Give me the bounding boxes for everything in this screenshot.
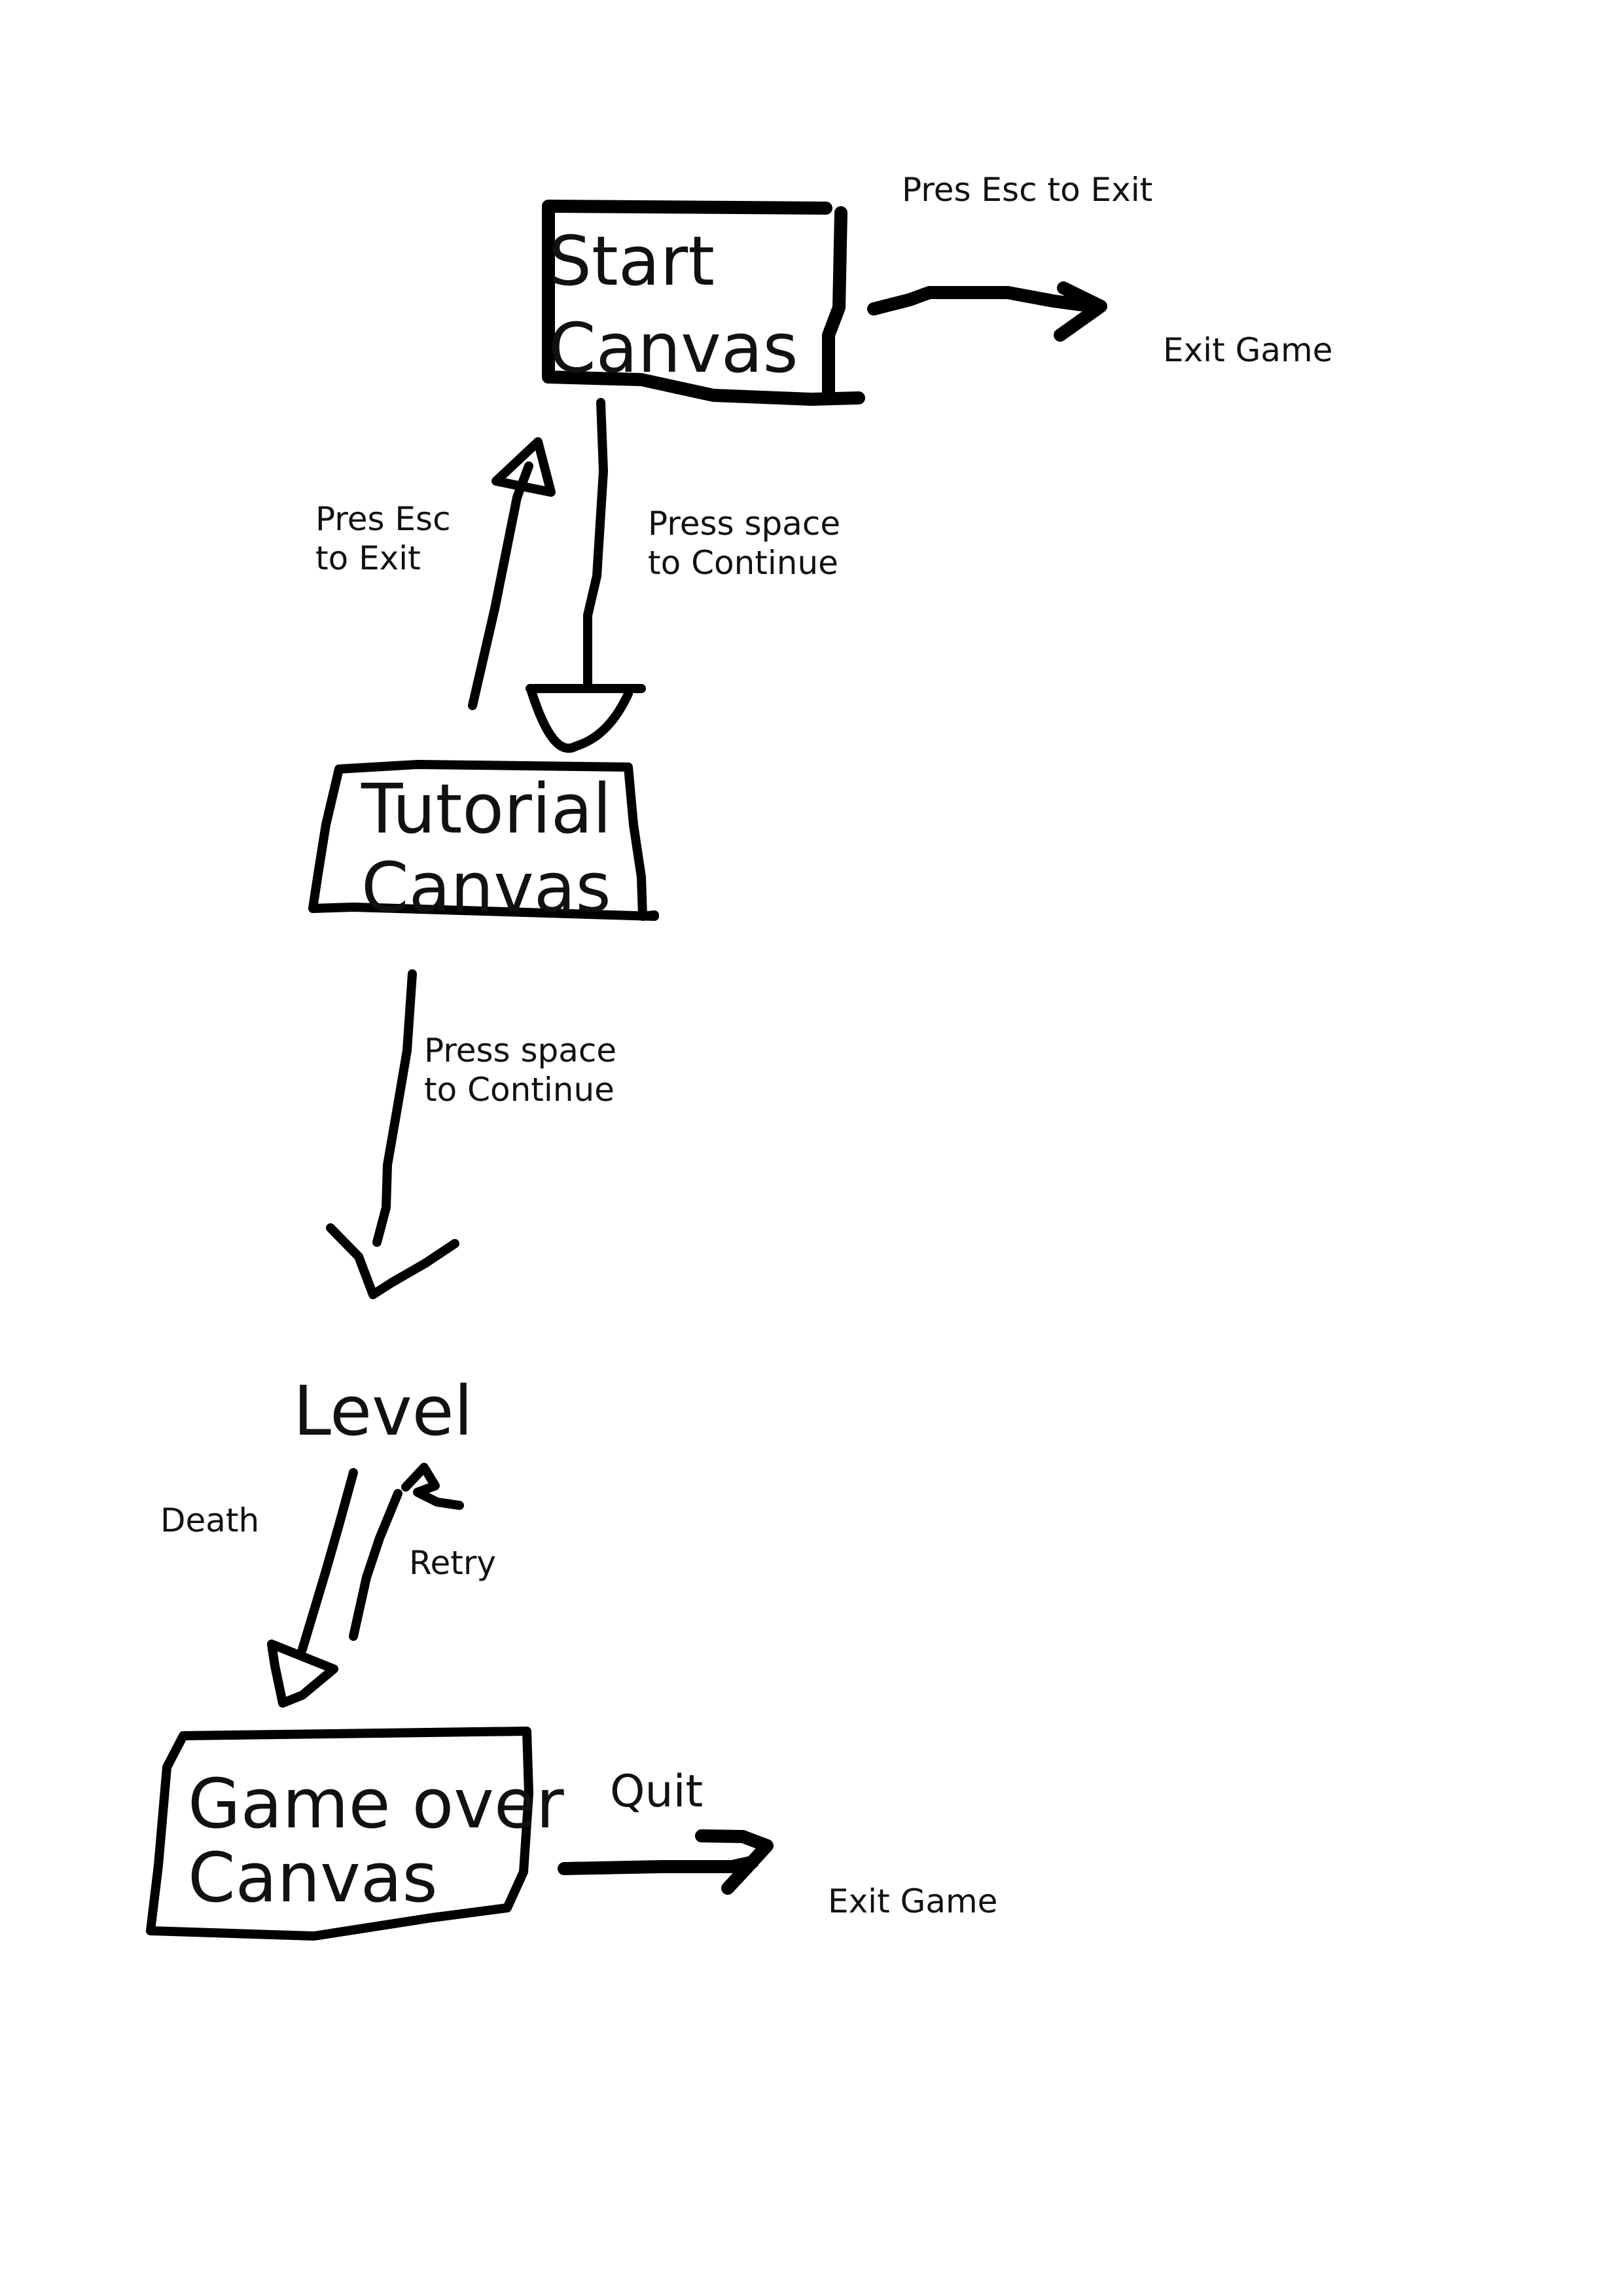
edge-label-press-space-2-line2: to Continue	[424, 1071, 615, 1109]
edge-tutorial-to-level: Press space to Continue	[326, 969, 616, 1299]
edge-label-press-space-2-line1: Press space	[424, 1031, 616, 1069]
exit-game-label-bottom: Exit Game	[828, 1882, 997, 1920]
edge-label-death: Death	[160, 1501, 259, 1539]
edge-label-pres-esc-line1: Pres Esc	[315, 500, 451, 538]
arrow-level-to-gameover	[267, 1468, 358, 1708]
node-start-canvas: Start Canvas	[542, 200, 865, 406]
gameover-canvas-label-line2: Canvas	[188, 1838, 438, 1918]
edge-label-quit: Quit	[610, 1766, 703, 1818]
start-canvas-box	[542, 200, 865, 406]
tutorial-canvas-label-line1: Tutorial	[361, 769, 611, 849]
edge-level-to-gameover: Death	[160, 1468, 358, 1708]
arrow-tutorial-to-level	[326, 969, 459, 1299]
edge-label-pres-esc-line2: to Exit	[315, 539, 421, 577]
node-level: Level	[293, 1371, 473, 1451]
node-tutorial-canvas: Tutorial Canvas	[308, 760, 659, 927]
edge-label-pres-esc-to-exit-top: Pres Esc to Exit	[902, 171, 1152, 209]
edge-label-press-space-line2: to Continue	[648, 544, 838, 582]
start-canvas-label-line2: Canvas	[548, 308, 798, 388]
arrow-gameover-to-exit	[558, 1829, 774, 1895]
exit-game-label-top: Exit Game	[1163, 331, 1332, 369]
arrow-start-to-tutorial	[526, 398, 646, 753]
start-canvas-label-line1: Start	[548, 221, 715, 301]
node-gameover-canvas: Game over Canvas	[146, 1727, 564, 1941]
tutorial-canvas-box	[308, 760, 659, 921]
arrow-start-to-exit	[867, 281, 1107, 342]
level-label: Level	[293, 1371, 473, 1451]
edge-gameover-to-level: Retry	[349, 1463, 496, 1641]
tutorial-canvas-label-line2: Canvas	[361, 848, 611, 927]
gameover-canvas-box	[146, 1727, 533, 1941]
edge-label-press-space-line1: Press space	[648, 505, 840, 543]
edge-gameover-to-exit: Quit	[558, 1766, 774, 1895]
edge-label-retry: Retry	[409, 1544, 496, 1582]
edge-tutorial-to-start: Pres Esc to Exit	[315, 437, 556, 710]
gameover-canvas-label-line1: Game over	[188, 1764, 564, 1844]
edge-start-to-tutorial: Press space to Continue	[526, 398, 840, 753]
arrow-tutorial-to-start	[468, 437, 556, 710]
edge-start-to-exit: Pres Esc to Exit	[867, 171, 1152, 342]
arrow-gameover-to-level	[349, 1463, 464, 1641]
